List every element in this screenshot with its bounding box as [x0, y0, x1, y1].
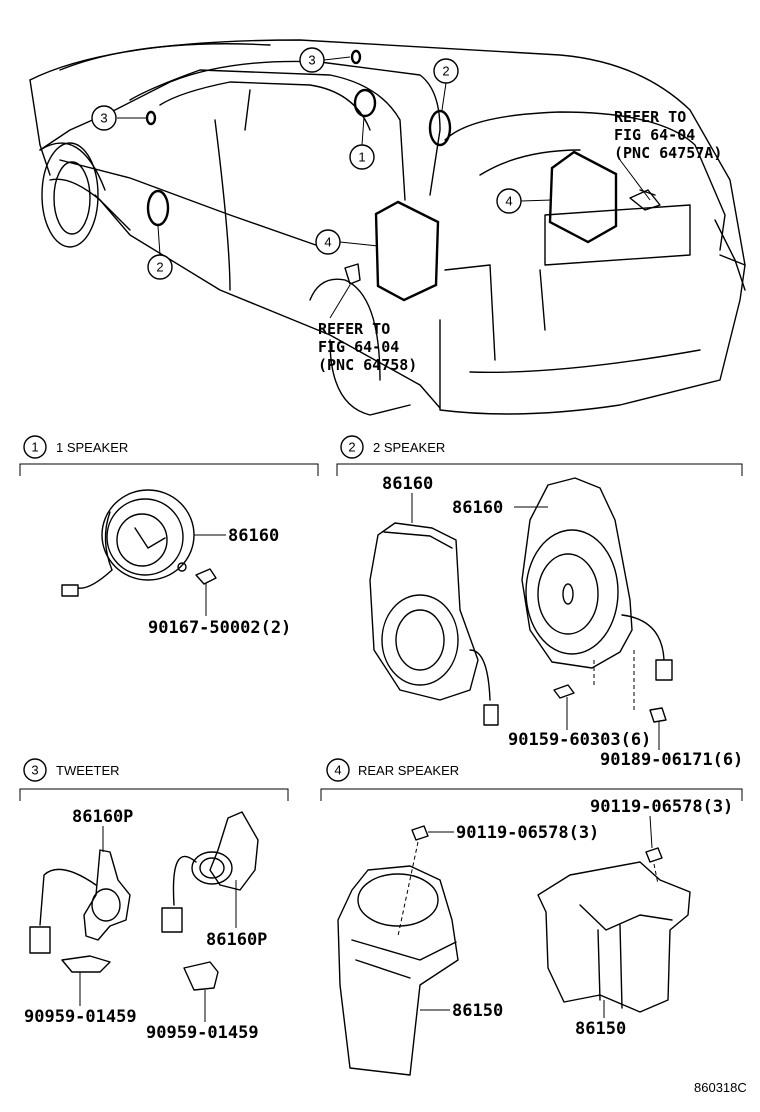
callout-4-right: 4 [496, 188, 522, 214]
rear-speaker-box-b [537, 861, 691, 1013]
section-header-1: 1 1 SPEAKER [19, 435, 319, 476]
part-label-s4-screw-b: 90119-06578(3) [590, 797, 733, 817]
callout-2-right: 2 [433, 58, 459, 84]
svg-text:4: 4 [324, 235, 331, 250]
svg-text:REAR SPEAKER: REAR SPEAKER [358, 763, 459, 778]
part-label-s2-nut: 90189-06171(6) [600, 750, 743, 770]
section-header-3: 3 TWEETER [19, 758, 289, 801]
svg-text:(PNC 64758): (PNC 64758) [318, 356, 417, 374]
figure-code: 860318C [694, 1080, 747, 1095]
section-header-4: 4 REAR SPEAKER [320, 758, 743, 801]
car-body-illustration [29, 39, 746, 416]
callout-1: 1 [349, 144, 375, 170]
svg-text:2: 2 [442, 64, 449, 79]
speaker-2a-drawing [369, 522, 499, 726]
rear-speaker-box-a [337, 865, 459, 1076]
svg-text:1: 1 [31, 440, 38, 455]
car-component-markers [145, 49, 661, 302]
clip-b-drawing [183, 961, 219, 991]
svg-text:REFER TO: REFER TO [614, 108, 686, 126]
section-header-2: 2 2 SPEAKER [336, 435, 743, 476]
rear-speaker-screw-a [411, 825, 429, 841]
svg-text:3: 3 [31, 763, 38, 778]
svg-text:2: 2 [156, 260, 163, 275]
tweeter-b-drawing [161, 811, 259, 933]
speaker-1-screw [195, 568, 217, 585]
svg-text:4: 4 [505, 194, 512, 209]
speaker-2-screw [553, 684, 575, 699]
part-label-s4-box-b: 86150 [575, 1019, 626, 1039]
svg-text:TWEETER: TWEETER [56, 763, 120, 778]
part-label-s2-speaker-a: 86160 [382, 474, 433, 494]
svg-text:(PNC 64757A): (PNC 64757A) [614, 144, 722, 162]
rear-speaker-screw-b [645, 847, 663, 863]
svg-text:1: 1 [358, 150, 365, 165]
svg-text:3: 3 [100, 111, 107, 126]
callout-3-top: 3 [299, 47, 325, 73]
part-label-s1-speaker: 86160 [228, 526, 279, 546]
speaker-1-drawing [61, 489, 195, 597]
svg-text:4: 4 [334, 763, 341, 778]
part-label-s4-box-a: 86150 [452, 1001, 503, 1021]
reference-note-quarter: REFER TO FIG 64-04 (PNC 64758) [318, 320, 417, 374]
part-label-s3-clip-b: 90959-01459 [146, 1023, 259, 1043]
svg-text:FIG 64-04: FIG 64-04 [614, 126, 695, 144]
callout-2-left: 2 [147, 254, 173, 280]
svg-text:REFER TO: REFER TO [318, 320, 390, 338]
clip-a-drawing [61, 955, 111, 973]
speaker-2b-drawing [521, 477, 673, 681]
svg-text:FIG 64-04: FIG 64-04 [318, 338, 399, 356]
speaker-2-nut [649, 707, 667, 723]
tweeter-a-drawing [29, 849, 131, 954]
part-label-s3-clip-a: 90959-01459 [24, 1007, 137, 1027]
svg-text:1 SPEAKER: 1 SPEAKER [56, 440, 128, 455]
svg-text:3: 3 [308, 53, 315, 68]
callout-3-left: 3 [91, 105, 117, 131]
part-label-s1-screw: 90167-50002(2) [148, 618, 291, 638]
part-label-s4-screw-a: 90119-06578(3) [456, 823, 599, 843]
part-label-s2-screw: 90159-60303(6) [508, 730, 651, 750]
part-label-s2-speaker-b: 86160 [452, 498, 503, 518]
svg-text:2 SPEAKER: 2 SPEAKER [373, 440, 445, 455]
reference-note-rear-door: REFER TO FIG 64-04 (PNC 64757A) [614, 108, 722, 162]
callout-4-left: 4 [315, 229, 341, 255]
car-callouts: 3 3 1 2 2 4 4 [91, 47, 651, 319]
part-label-s3-tweeter-a: 86160P [72, 807, 133, 827]
svg-text:2: 2 [348, 440, 355, 455]
part-label-s3-tweeter-b: 86160P [206, 930, 267, 950]
